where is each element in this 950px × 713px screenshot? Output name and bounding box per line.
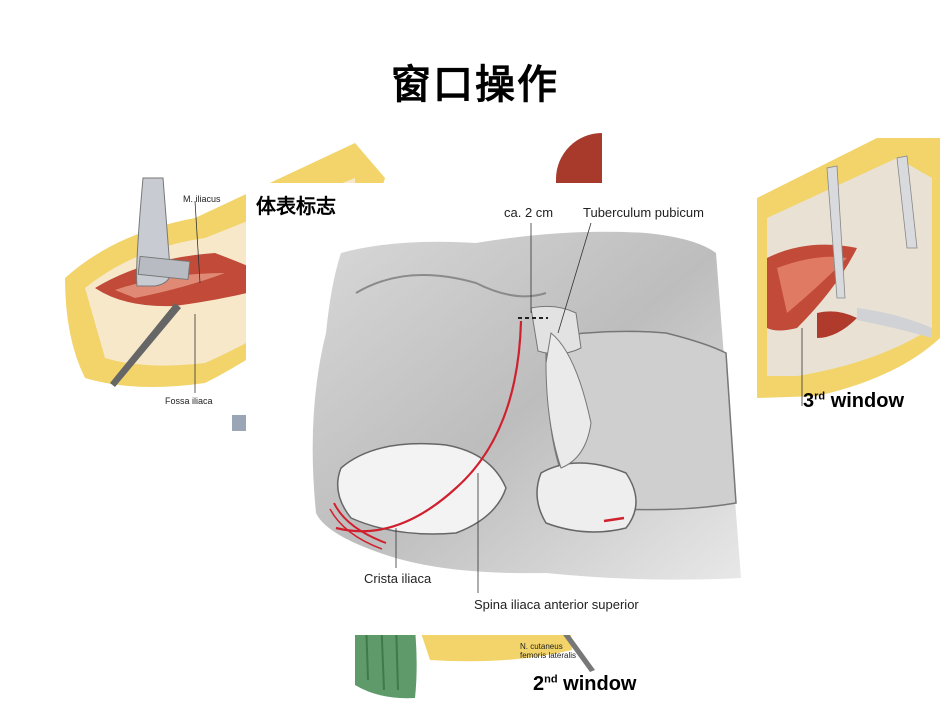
label-crista: Crista iliaca: [364, 571, 432, 586]
third-window-label: 3rd window: [803, 390, 905, 412]
decorative-red-shape: [556, 133, 602, 185]
label-nerve-1: N. cutaneus: [520, 642, 563, 651]
right-surgical-illustration: [757, 138, 940, 408]
label-m-iliacus: M. iliacus: [183, 194, 221, 204]
label-fossa-iliaca: Fossa iliaca: [165, 396, 213, 406]
second-window-label: 2nd window: [533, 673, 637, 695]
decorative-blue-shape: [232, 415, 248, 431]
label-spina: Spina iliaca anterior superior: [474, 597, 639, 612]
label-distance: ca. 2 cm: [504, 205, 554, 220]
body-landmarks-tag: 体表标志: [256, 194, 336, 218]
label-tuberculum: Tuberculum pubicum: [583, 205, 704, 220]
label-nerve-2: femoris lateralis: [520, 651, 577, 660]
slide-title: 窗口操作: [391, 62, 559, 108]
main-anatomy-figure: ca. 2 cm Tuberculum pubicum Crista iliac…: [246, 183, 751, 635]
